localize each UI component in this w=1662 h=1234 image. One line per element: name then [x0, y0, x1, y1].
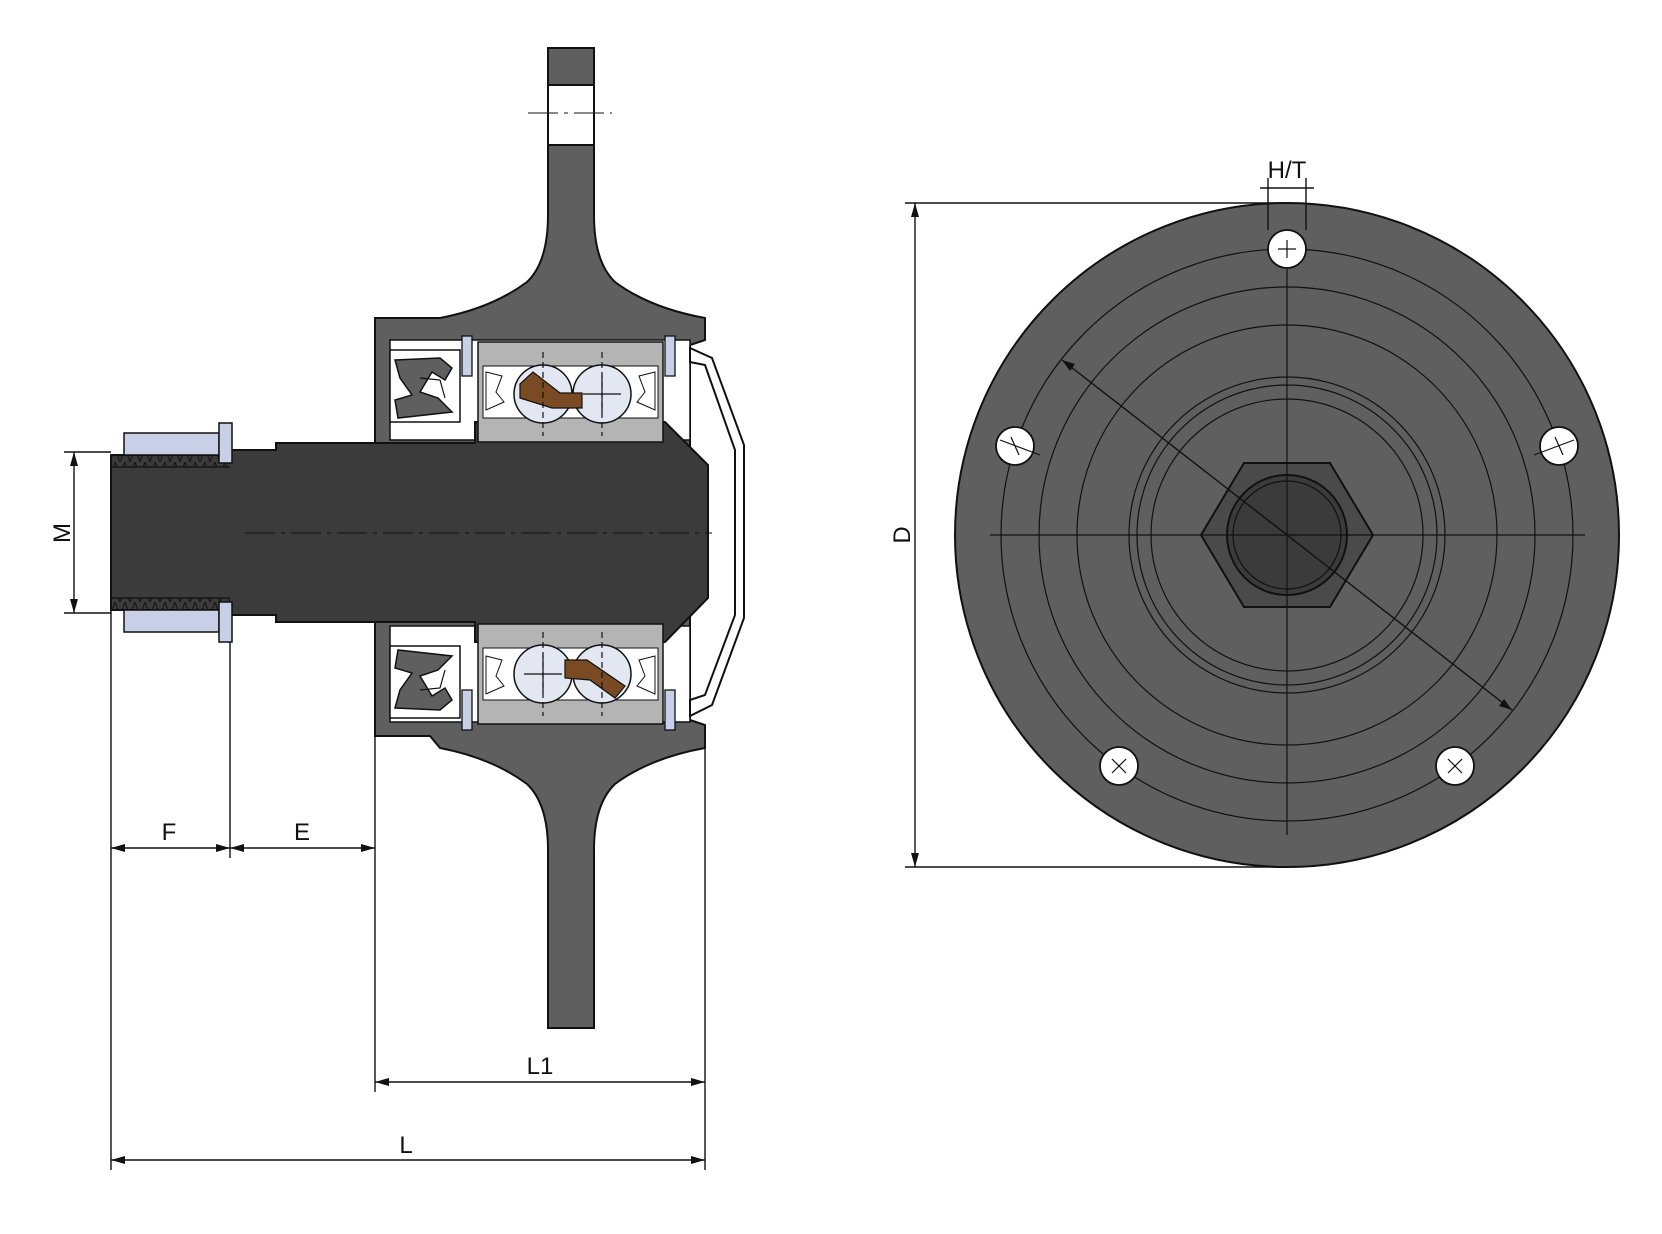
hub-cross-section: M F E L1 L	[49, 47, 745, 1170]
snap-ring-1	[461, 335, 473, 377]
seal-lower	[389, 645, 461, 719]
bolt-hole-top	[1267, 229, 1307, 269]
bearing-lower	[477, 623, 664, 725]
snap-ring-4	[664, 689, 676, 731]
label-D: D	[889, 526, 916, 543]
dim-F: F	[110, 610, 231, 1170]
nut-upper-flange	[218, 422, 233, 464]
end-cap	[689, 346, 745, 718]
label-HT: H/T	[1268, 157, 1307, 184]
flange-slot	[547, 84, 595, 146]
bolt-hole-right	[1533, 426, 1579, 466]
dim-L1: L1	[375, 748, 706, 1170]
thread-band-top	[111, 455, 230, 467]
dim-E: E	[230, 736, 376, 1092]
dim-M: M	[49, 451, 111, 614]
nut-lower	[123, 609, 220, 633]
nut-lower-flange	[218, 601, 233, 643]
dim-D: D	[889, 202, 1287, 868]
thread-band-bottom	[111, 598, 230, 610]
label-L1: L1	[527, 1053, 554, 1080]
dim-diagonal	[1061, 359, 1513, 711]
nut-upper	[123, 432, 220, 456]
dim-HT: H/T	[1260, 157, 1314, 230]
label-F: F	[162, 819, 177, 846]
bolt-hole-left	[995, 426, 1041, 466]
seal-upper	[389, 349, 461, 423]
cage-lower	[564, 659, 626, 699]
dim-L: L	[111, 1132, 705, 1164]
bolt-hole-bottom-right	[1435, 746, 1475, 786]
bearing-upper	[477, 341, 664, 443]
snap-ring-3	[461, 689, 473, 731]
label-E: E	[294, 819, 310, 846]
cage-upper	[519, 371, 583, 409]
bolt-hole-bottom-left	[1099, 746, 1139, 786]
label-L: L	[399, 1132, 412, 1159]
hub-front-view: D H/T	[889, 157, 1620, 868]
snap-ring-2	[664, 335, 676, 377]
label-M: M	[49, 523, 76, 543]
